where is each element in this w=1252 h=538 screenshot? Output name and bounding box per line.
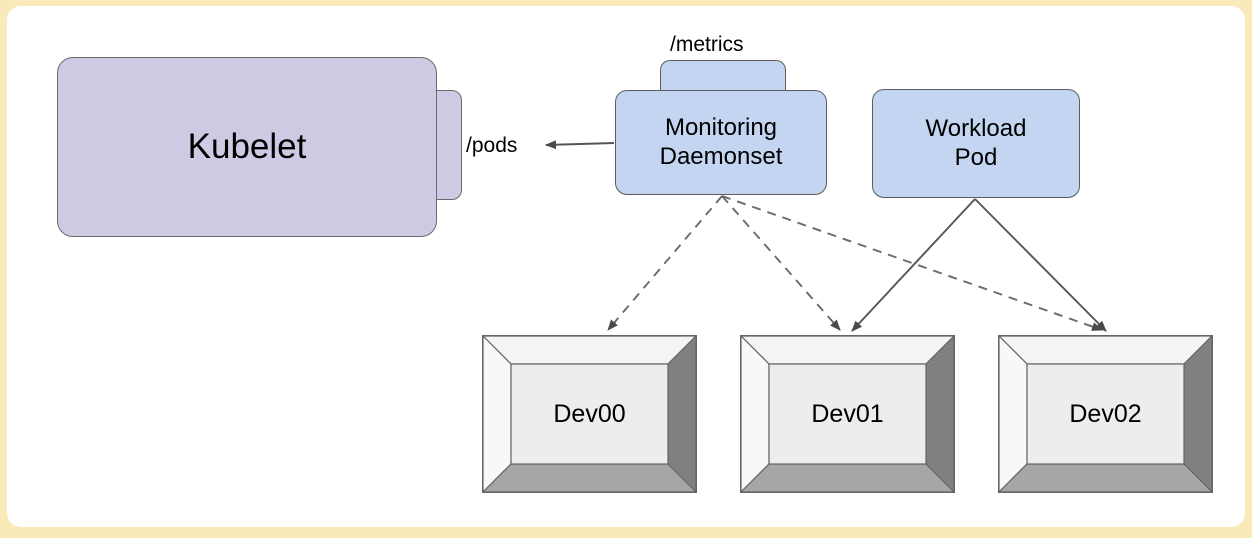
node-device-dev00[interactable]: Dev00: [481, 334, 698, 494]
node-monitoring-daemonset[interactable]: Monitoring Daemonset: [615, 90, 827, 195]
edge-workload-to-dev01: [851, 198, 976, 332]
node-device-dev01[interactable]: Dev01: [739, 334, 956, 494]
workload-pod-label-line2: Pod: [954, 143, 998, 171]
edge-monitoring-to-dev00: [607, 195, 723, 331]
edge-monitoring-to-dev01: [721, 195, 841, 331]
monitoring-daemonset-label-line2: Daemonset: [659, 142, 783, 170]
device-3d-shape: [739, 334, 956, 494]
workload-pod-label: Workload Pod: [926, 115, 1027, 172]
workload-pod-label-line1: Workload: [925, 115, 1027, 143]
pods-endpoint-label: /pods: [466, 134, 518, 157]
kubelet-label: Kubelet: [187, 127, 307, 167]
edge-workload-to-dev02: [974, 198, 1107, 332]
monitoring-daemonset-label-line1: Monitoring: [664, 114, 778, 142]
node-device-dev02[interactable]: Dev02: [997, 334, 1214, 494]
edge-monitoring-to-dev02: [721, 195, 1103, 331]
node-kubelet[interactable]: Kubelet: [57, 57, 437, 237]
device-3d-shape: [997, 334, 1214, 494]
monitoring-daemonset-label: Monitoring Daemonset: [660, 114, 783, 171]
node-workload-pod[interactable]: Workload Pod: [872, 89, 1080, 198]
metrics-endpoint-label: /metrics: [670, 33, 744, 56]
edge-monitoring-to-kubelet: [545, 140, 615, 150]
device-3d-shape: [481, 334, 698, 494]
